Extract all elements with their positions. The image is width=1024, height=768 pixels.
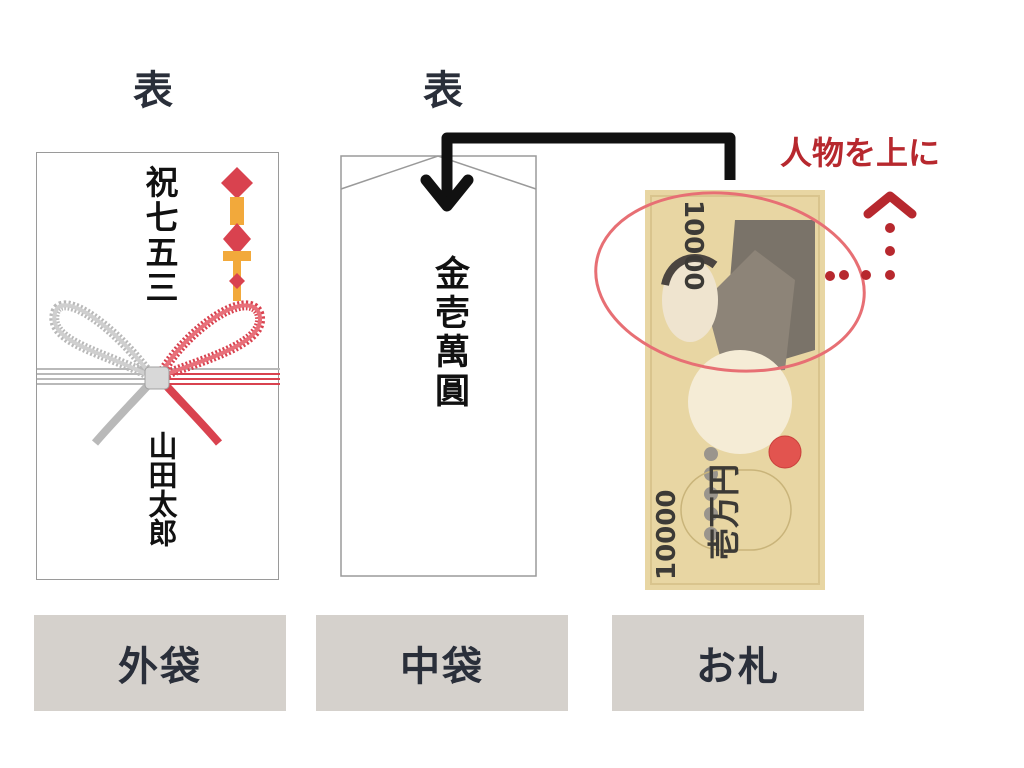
portrait-icon — [661, 220, 815, 375]
outer-envelope: 祝七五三 山田太郎 — [36, 152, 280, 580]
caption-inner-envelope: 中袋 — [316, 615, 568, 711]
outer-envelope-title: 祝七五三 — [140, 165, 179, 305]
highlight-ellipse — [594, 191, 866, 373]
mizuhiki-cord-icon — [37, 300, 280, 446]
caption-outer-envelope: 外袋 — [34, 615, 286, 711]
up-arrow-icon — [825, 191, 917, 281]
outer-envelope-name: 山田太郎 — [144, 431, 178, 547]
inner-envelope: 金壱萬圓 — [340, 155, 537, 577]
outer-envelope-art — [37, 167, 280, 446]
noshi-ornament-icon — [221, 167, 253, 301]
banknote-art: 10000 10000 壱万円 — [645, 190, 825, 590]
bill-kanji-value: 壱万円 — [705, 464, 743, 560]
inner-envelope-amount: 金壱萬圓 — [429, 255, 470, 411]
orientation-note: 人物を上に — [780, 134, 941, 172]
turn-arrow-icon — [420, 132, 736, 212]
inner-envelope-art — [340, 155, 537, 577]
bill-denomination-top: 10000 — [678, 200, 708, 290]
front-label-outer: 表 — [133, 68, 173, 114]
caption-bill: お札 — [612, 615, 864, 711]
bill-denomination-bottom: 10000 — [652, 490, 682, 580]
front-label-inner: 表 — [423, 68, 463, 114]
tactile-dots-icon — [704, 447, 718, 541]
banknote-10000-yen: 10000 10000 壱万円 — [645, 190, 825, 590]
